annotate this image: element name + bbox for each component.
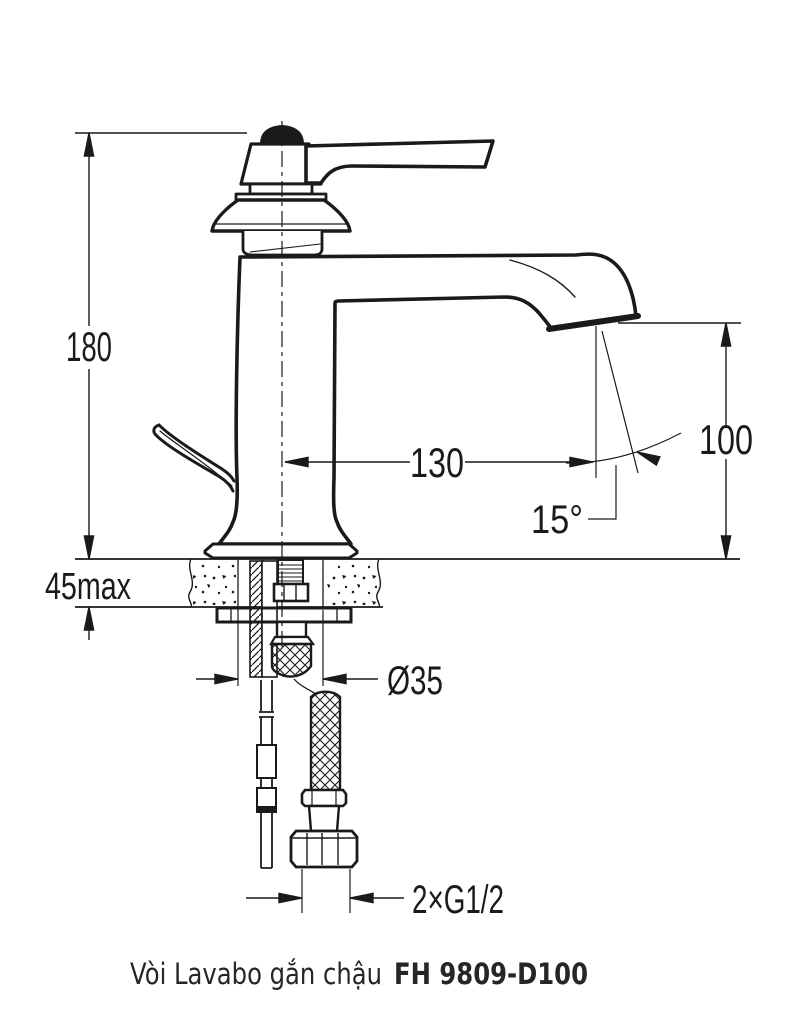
angle-leader (588, 465, 617, 520)
angle-slant-line (601, 330, 639, 474)
deck-break-right (376, 558, 382, 608)
spout-outlet-face (546, 313, 641, 332)
popup-rod-lower (260, 778, 273, 869)
dim-o35-arrow-left (214, 673, 239, 685)
hex-nut-facets (291, 833, 357, 865)
dim-100-arrow-bottom (720, 535, 732, 560)
bell-housing (210, 198, 352, 233)
deck-break-left (188, 558, 194, 608)
caption-product-name: Vòi Lavabo gắn chậu (130, 957, 382, 991)
dim-180-arrow-bottom (83, 535, 95, 560)
dim-g12-extensions (301, 869, 351, 913)
dim-g12-label: 2×G1/2 (412, 878, 504, 922)
dim-o35-extensions (237, 609, 324, 686)
drain-lever-midline (159, 430, 233, 487)
handle-lever (304, 139, 495, 185)
mounting-nut (272, 582, 310, 603)
dim-hole-diameter: Ø35 (196, 609, 443, 703)
drain-lever-outer (157, 423, 236, 483)
hose-upper-braided (270, 642, 313, 678)
neck-shade-line (249, 243, 321, 253)
escutcheon-plate (203, 542, 359, 560)
dim-deck-thickness: 45max (45, 566, 131, 640)
dim-inlet-connection: 2×G1/2 (246, 869, 504, 922)
hose-curve-line (293, 678, 318, 696)
popup-rod-threaded (249, 560, 263, 678)
shank-threads (278, 564, 303, 582)
dim-100-label: 100 (699, 416, 753, 463)
deck-texture-left (193, 562, 236, 605)
dim-15deg-label: 15° (531, 498, 583, 542)
hose-collar-lines (311, 790, 337, 806)
body-spout-outline (217, 252, 638, 546)
spout-inner-curve (509, 259, 576, 298)
dim-45max-label: 45max (45, 566, 131, 608)
caption-model-number: FH 9809-D100 (394, 957, 588, 991)
dim-130-label: 130 (410, 439, 464, 486)
hose-connector (275, 620, 308, 639)
hose-hex-nut (289, 829, 359, 869)
popup-rod-coupling (256, 744, 277, 779)
angle-arc (565, 432, 682, 464)
mounting-washer (215, 606, 353, 624)
hose-neck (307, 804, 341, 833)
dim-o35-label: Ø35 (387, 659, 443, 703)
deck-texture-right (326, 562, 377, 605)
angle-arc-arrow (634, 447, 661, 466)
hose-collar (300, 788, 348, 808)
dim-g12-arrow-left (278, 892, 303, 904)
dimension-annotations: 180 45max 130 100 (45, 132, 753, 922)
neck-collar-upper (248, 182, 314, 196)
popup-rod-mid (259, 680, 274, 744)
mounting-nut-facets (283, 584, 297, 601)
dim-spout-angle: 15° (531, 326, 682, 542)
counter-deck-section (75, 558, 740, 608)
caption-text: Vòi Lavabo gắn chậu FH 9809-D100 (130, 957, 588, 991)
popup-rod-band (257, 806, 276, 813)
dim-g12-arrow-right (349, 892, 374, 904)
dim-180-arrow-top (83, 132, 95, 157)
dim-spout-reach: 130 (284, 439, 594, 486)
dim-o35-arrow-right (322, 673, 347, 685)
dim-45-arrow-up (83, 606, 95, 631)
dim-180-label: 180 (66, 323, 112, 370)
faucet-body (152, 125, 641, 560)
dim-100-arrow-top (720, 322, 732, 347)
washer-steps (230, 608, 338, 622)
drain-lever-tip (152, 423, 161, 438)
hose-lower-braided (309, 690, 342, 792)
dim-outlet-height: 100 (618, 322, 753, 560)
drain-lever-inner (155, 434, 235, 493)
dim-overall-height: 180 (66, 132, 247, 560)
